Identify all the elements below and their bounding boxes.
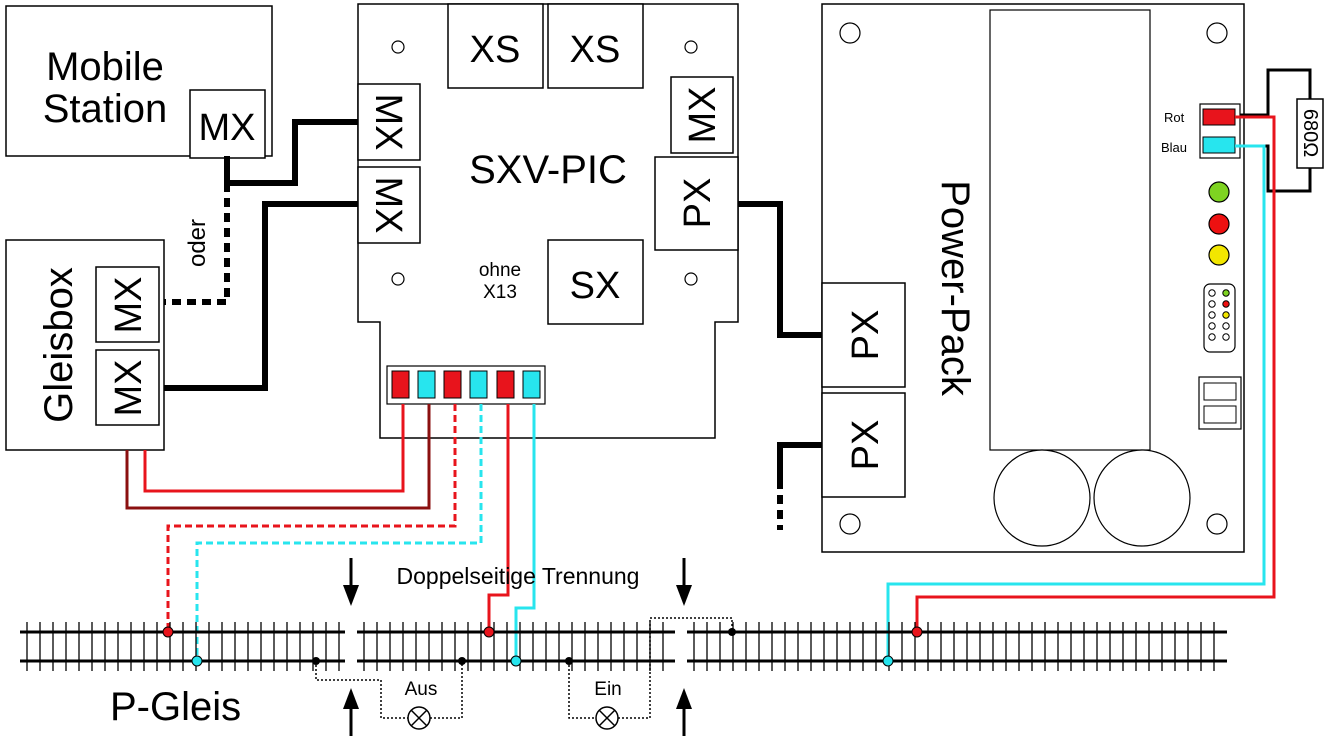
capacitor bbox=[1093, 449, 1191, 547]
terminal-cyan bbox=[469, 370, 488, 399]
sxv-mx-port-left-top bbox=[357, 83, 421, 161]
sxv-sx-port bbox=[547, 239, 644, 325]
mounting-hole bbox=[839, 22, 861, 44]
sxv-mx-label-right: MX bbox=[682, 87, 724, 144]
connection-dot-black bbox=[728, 628, 736, 636]
gleisbox-title: Gleisbox bbox=[37, 267, 81, 423]
mounting-hole bbox=[1206, 513, 1228, 535]
sxv-note-line1: ohne bbox=[479, 260, 521, 281]
sxv-px-label: PX bbox=[677, 178, 719, 229]
mobile-station-mx-port bbox=[189, 89, 266, 159]
led-green bbox=[1208, 181, 1230, 203]
wires-black bbox=[164, 119, 822, 530]
sxv-xs-port-right bbox=[547, 3, 644, 89]
terminal-red bbox=[443, 370, 462, 399]
connection-dot-black bbox=[312, 657, 320, 665]
capacitor bbox=[993, 449, 1091, 547]
gleisbox-mx-label-bottom: MX bbox=[108, 360, 150, 417]
transformer-block bbox=[989, 9, 1151, 451]
output-terminal-red bbox=[1202, 108, 1236, 126]
power-pack-px-label-bottom: PX bbox=[845, 420, 887, 471]
terminal-cyan bbox=[522, 370, 541, 399]
mounting-hole bbox=[1206, 22, 1228, 44]
lamp-wiring bbox=[315, 617, 733, 719]
connection-dot-cyan bbox=[510, 655, 522, 667]
lamp-off bbox=[407, 706, 431, 730]
connection-dot-cyan bbox=[882, 655, 894, 667]
lamp-off-label: Aus bbox=[405, 679, 438, 700]
connection-dot-red bbox=[911, 626, 923, 638]
sxv-pic-board: XS XS MX MX MX PX SXV-PIC ohne X13 SX bbox=[357, 3, 739, 439]
sxv-mx-label-left-bottom: MX bbox=[367, 177, 409, 234]
mounting-hole bbox=[391, 40, 405, 54]
mobile-station-mx-label: MX bbox=[199, 107, 256, 149]
terminal-red bbox=[391, 370, 410, 399]
sxv-sx-label: SX bbox=[570, 265, 621, 307]
lamp-on bbox=[595, 706, 619, 730]
connection-dot-cyan bbox=[191, 655, 203, 667]
wires-colored bbox=[125, 115, 1276, 661]
label-blau: Blau bbox=[1161, 140, 1187, 155]
gleisbox-mx-port-top bbox=[95, 266, 160, 343]
terminal-cyan bbox=[417, 370, 436, 399]
power-pack-px-label-top: PX bbox=[845, 310, 887, 361]
sxv-xs-port-left bbox=[447, 3, 544, 89]
label-rot: Rot bbox=[1164, 110, 1185, 125]
sxv-xs-label-right: XS bbox=[570, 29, 621, 71]
mobile-station-title-line2: Station bbox=[43, 87, 168, 131]
connection-dots bbox=[162, 626, 923, 667]
sxv-pic-title: SXV-PIC bbox=[469, 148, 627, 192]
lamp-on-label: Ein bbox=[594, 679, 621, 700]
resistor: 680Ω bbox=[1240, 68, 1324, 193]
led-red bbox=[1208, 213, 1230, 235]
separation-label: Doppelseitige Trennung bbox=[397, 563, 640, 589]
connection-dot-red bbox=[483, 626, 495, 638]
dip-switch bbox=[1198, 376, 1242, 430]
connection-dot-black bbox=[458, 657, 466, 665]
mounting-hole bbox=[839, 513, 861, 535]
power-pack-px-port-top bbox=[821, 282, 906, 388]
led-yellow bbox=[1208, 244, 1230, 266]
sxv-terminal-block bbox=[386, 365, 546, 405]
output-terminal-cyan bbox=[1202, 136, 1236, 154]
p-gleis-label: P-Gleis bbox=[110, 685, 241, 729]
terminal-red bbox=[496, 370, 515, 399]
gleisbox-mx-label-top: MX bbox=[108, 277, 150, 334]
connection-dot-red bbox=[162, 626, 174, 638]
pin-header bbox=[1203, 283, 1236, 353]
power-pack-px-port-bottom bbox=[821, 392, 906, 498]
mobile-station: Mobile Station MX bbox=[5, 5, 273, 159]
sxv-xs-label-left: XS bbox=[470, 29, 521, 71]
connection-dot-black bbox=[565, 657, 573, 665]
mounting-hole bbox=[684, 272, 698, 286]
separation-arrows bbox=[343, 558, 692, 736]
power-pack: Power-Pack PX PX Rot Blau bbox=[821, 3, 1245, 553]
sxv-mx-label-left-top: MX bbox=[367, 94, 409, 151]
mounting-hole bbox=[391, 272, 405, 286]
resistor-label: 680Ω bbox=[1299, 109, 1321, 157]
sxv-mx-port-right bbox=[670, 76, 734, 154]
power-pack-title: Power-Pack bbox=[933, 180, 977, 397]
mobile-station-title-line1: Mobile bbox=[46, 45, 164, 89]
oder-label: oder bbox=[184, 219, 211, 267]
gleisbox: Gleisbox MX MX bbox=[5, 239, 165, 451]
mounting-hole bbox=[684, 40, 698, 54]
gleisbox-mx-port-bottom bbox=[95, 349, 160, 426]
sxv-mx-port-left-bottom bbox=[357, 166, 421, 244]
sxv-note-line2: X13 bbox=[483, 282, 517, 303]
track bbox=[20, 622, 1227, 671]
